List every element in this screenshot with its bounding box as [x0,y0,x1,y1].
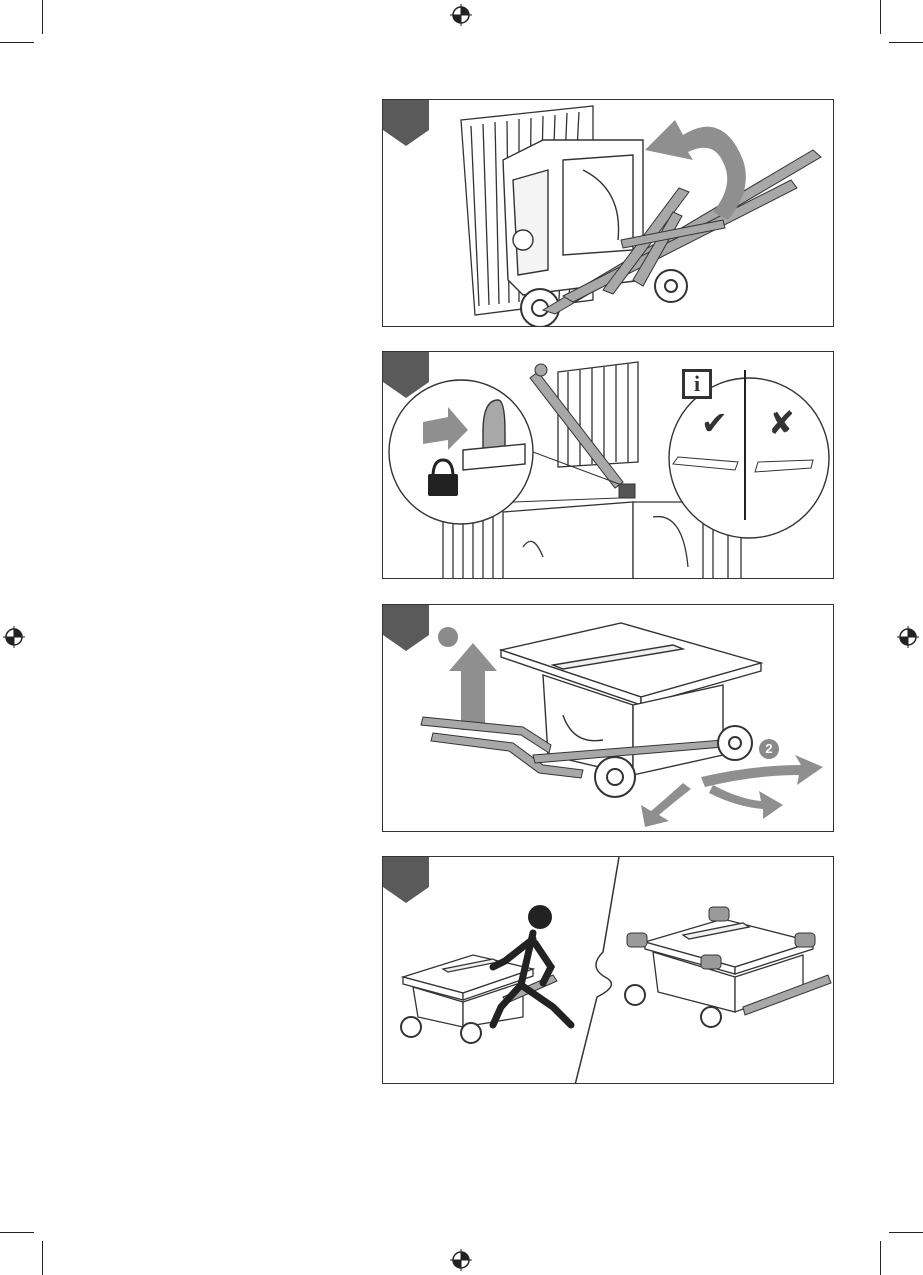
panel-fold-handle [382,99,834,327]
crop-mark-top-left-h [0,42,34,43]
crop-mark-bottom-right-h [889,1232,923,1233]
crosshair-target-icon [3,626,25,648]
crop-mark-bottom-left-v [42,1241,43,1275]
carry-methods-illustration [383,857,834,1084]
panel-lift-and-roll: 2 [382,604,834,832]
up-arrow-icon [449,643,497,730]
crop-mark-top-left-v [42,0,43,34]
fold-handle-illustration [383,100,834,327]
crop-mark-bottom-right-v [880,1241,881,1275]
person-pushing-icon [493,905,571,1025]
crosshair-target-icon [450,1249,472,1271]
panel-lock-handle: i ✔ ✘ [382,351,834,579]
panel-carry-methods [382,856,834,1084]
rotate-arrow-icon [645,120,746,220]
info-box-icon: i [682,369,712,399]
crop-mark-top-right-v [880,0,881,34]
crosshair-target-icon [897,626,919,648]
crop-mark-top-right-h [889,42,923,43]
cross-mark-icon: ✘ [768,404,795,442]
step-badge-1 [438,627,458,647]
lock-handle-illustration [383,352,834,579]
step-tab [383,605,429,651]
crosshair-target-icon [450,4,472,26]
check-mark-icon: ✔ [701,404,728,442]
step-tab [383,100,429,146]
step-tab [383,352,429,398]
step-badge-2: 2 [759,739,779,759]
crop-mark-bottom-left-h [0,1232,34,1233]
step-tab [383,857,429,903]
